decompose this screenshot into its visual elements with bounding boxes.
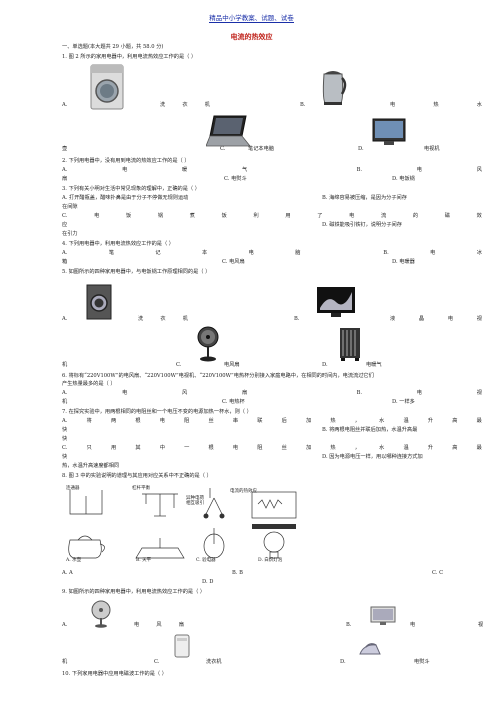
q1-option-d: D. xyxy=(358,146,364,152)
q5-option-b-cont: 机 xyxy=(62,362,68,368)
q8-fig-label-c: C. 验电器 xyxy=(196,558,216,563)
q8-fig-label-d: D. 白炽灯泡 xyxy=(258,558,283,563)
q3-option-b-cont: 在间隙 xyxy=(62,204,78,210)
q9-option-a-label: 电风扇 xyxy=(134,622,184,628)
electric-fan-image xyxy=(91,600,111,628)
q2-option-d: D. 电饭锅 xyxy=(392,176,415,182)
washing-machine-image xyxy=(90,64,124,110)
electric-iron-image xyxy=(359,643,381,655)
tv-image xyxy=(372,118,406,145)
q7-option-d: D. 因为电源电压一样，用以哪种连接方式加 xyxy=(322,454,423,460)
q5-option-c-label: 电风扇 xyxy=(224,362,240,368)
q4-stem: 4. 下列用电器中，利用电流热效应工作的是（ ） xyxy=(62,241,174,247)
section-heading: 一、单选题(本大题共 29 小题，共 58.0 分) xyxy=(62,44,164,50)
q5-option-a-label: 洗衣机 xyxy=(138,316,188,322)
q3-option-d: D. 磁铁能吸引铁钉，说明分子间存 xyxy=(322,222,402,228)
q4-option-c: C. 电风扇 xyxy=(222,259,245,265)
lcd-tv-image xyxy=(317,287,355,317)
q1-option-a: A. xyxy=(62,102,68,108)
q10-stem: 10. 下列家用电器中应用电磁波工作的是（ ） xyxy=(62,671,167,677)
q7-option-c-cont: 快 xyxy=(62,454,68,460)
page-header: 精品中小学教案、试题、试卷 xyxy=(209,14,294,23)
q3-option-a: A. 打开醋瓶盖，醋味扑鼻是由于分子不停做无规则运动 xyxy=(62,195,189,201)
q8-fig-label-vessels: 连通器 xyxy=(66,486,80,491)
q1-option-b-label: 电热水 xyxy=(390,102,482,108)
q9-option-b-label-2: 视 xyxy=(478,622,484,628)
q7-option-b: B. 将两根电阻丝并联后加热，水温升高最 xyxy=(322,427,418,433)
q8-option-d: D. D xyxy=(202,579,214,585)
q5-option-b-label: 液晶电视 xyxy=(390,316,482,322)
q6-option-c: C. 电热杯 xyxy=(222,399,245,405)
q7-option-d-cont: 热，水温升高速度都相同 xyxy=(62,463,120,469)
q6-stem-cont: 产生热量最多的是（ ） xyxy=(62,381,116,387)
q8-fig-label-lever: 杠杆平衡 xyxy=(132,486,150,491)
q3-option-b: B. 海绵容易被压缩，是因为分子间存 xyxy=(322,195,407,201)
electric-fan-image xyxy=(197,326,219,362)
q8-fig-label-a: A. 水壶 xyxy=(66,558,82,563)
q9-option-a: A. xyxy=(62,622,68,628)
q5-option-c: C. xyxy=(176,362,182,368)
q5-option-d: D. xyxy=(322,362,328,368)
q5-stem: 5. 如图所示的四种家用电器中，与电饭锅工作原理相同的是（ ） xyxy=(62,269,211,275)
washing-machine-image xyxy=(86,284,112,320)
q9-option-b: B. xyxy=(346,622,352,628)
q2-option-b-cont: 扇 xyxy=(62,176,68,182)
q8-figure xyxy=(68,488,297,559)
q2-stem: 2. 下列用电器中，没有用到电流的热效应工作的是（ ） xyxy=(62,158,190,164)
q3-stem: 3. 下列有关小明对生活中常见现象的理解中，正确的是（ ） xyxy=(62,186,200,192)
q9-stem: 9. 如图所示的四种家用电器中，利用电流热效应工作的是（ ） xyxy=(62,589,206,595)
q5-option-b: B. xyxy=(294,316,300,322)
q6-option-d: D. 一样多 xyxy=(392,399,415,405)
q7-option-a-row: A.将两根电阻丝串联后加热，水温升高最 xyxy=(62,418,482,424)
q1-option-c-label: 笔记本电脑 xyxy=(248,146,274,152)
q7-option-a-cont: 快 xyxy=(62,427,68,433)
q1-option-d-label: 电视机 xyxy=(424,146,440,152)
q9-option-d: D. xyxy=(340,659,346,665)
q8-stem: 8. 图 3 中的实验说明的道理与其应用对应关系中不正确的是（ ） xyxy=(62,473,212,479)
q1-option-a-label: 洗衣机 xyxy=(160,102,210,108)
q1-option-c: C. xyxy=(220,146,226,152)
q1-stem: 1. 图 2 所示的家用电器中，利用电流热效应工作的是（ ） xyxy=(62,54,197,60)
q5-option-d-label: 电暖气 xyxy=(366,362,382,368)
page-title: 电流的热效应 xyxy=(230,32,273,41)
oil-heater-image xyxy=(340,328,360,361)
q6-stem: 6. 将标有“220V100W”的电风扇、“220V100W”电视机、“220V… xyxy=(62,373,374,379)
q4-option-d: D. 电暖器 xyxy=(392,259,415,265)
q8-option-a: A. A xyxy=(62,570,73,576)
q1-option-b-cont: 壶 xyxy=(62,146,68,152)
q7-stem: 7. 在探究实验中，用两根相同的电阻丝和一个电压不变的电源加热一杯水，则（ ） xyxy=(62,409,252,415)
q3-option-c-cont: 应 xyxy=(62,222,68,228)
tv-image xyxy=(370,606,396,625)
q8-option-c: C. C xyxy=(432,570,444,576)
q8-fig-label-heat: 电流的热效应 xyxy=(230,489,257,494)
q9-option-d-label: 电熨斗 xyxy=(414,659,430,665)
q7-option-c-row: C.只用其中一根电阻丝加热，水温升高最 xyxy=(62,445,482,451)
q8-fig-label-charges: 异种电荷相互吸引 xyxy=(186,496,204,506)
q3-option-c-row: C.电饭锅煮饭利用了电流的磁效 xyxy=(62,213,482,219)
q9-option-c: C. xyxy=(154,659,160,665)
q8-option-b: B. B xyxy=(232,570,243,576)
q5-option-a: A. xyxy=(62,316,68,322)
q3-option-d-cont: 在引力 xyxy=(62,231,78,237)
washing-machine-image xyxy=(174,634,190,658)
q9-option-b-label: 电 xyxy=(410,622,416,628)
q9-option-b-cont: 机 xyxy=(62,659,68,665)
q7-option-b-cont: 快 xyxy=(62,436,68,442)
laptop-image xyxy=(206,115,251,147)
q8-fig-label-b: B. 天平 xyxy=(136,558,152,563)
q4-option-b-cont: 箱 xyxy=(62,259,68,265)
q6-option-b-cont: 机 xyxy=(62,399,68,405)
q2-option-c: C. 电熨斗 xyxy=(224,176,247,182)
q1-option-b: B. xyxy=(300,102,306,108)
q9-option-c-label: 洗衣机 xyxy=(206,659,222,665)
electric-kettle-image xyxy=(322,71,347,105)
